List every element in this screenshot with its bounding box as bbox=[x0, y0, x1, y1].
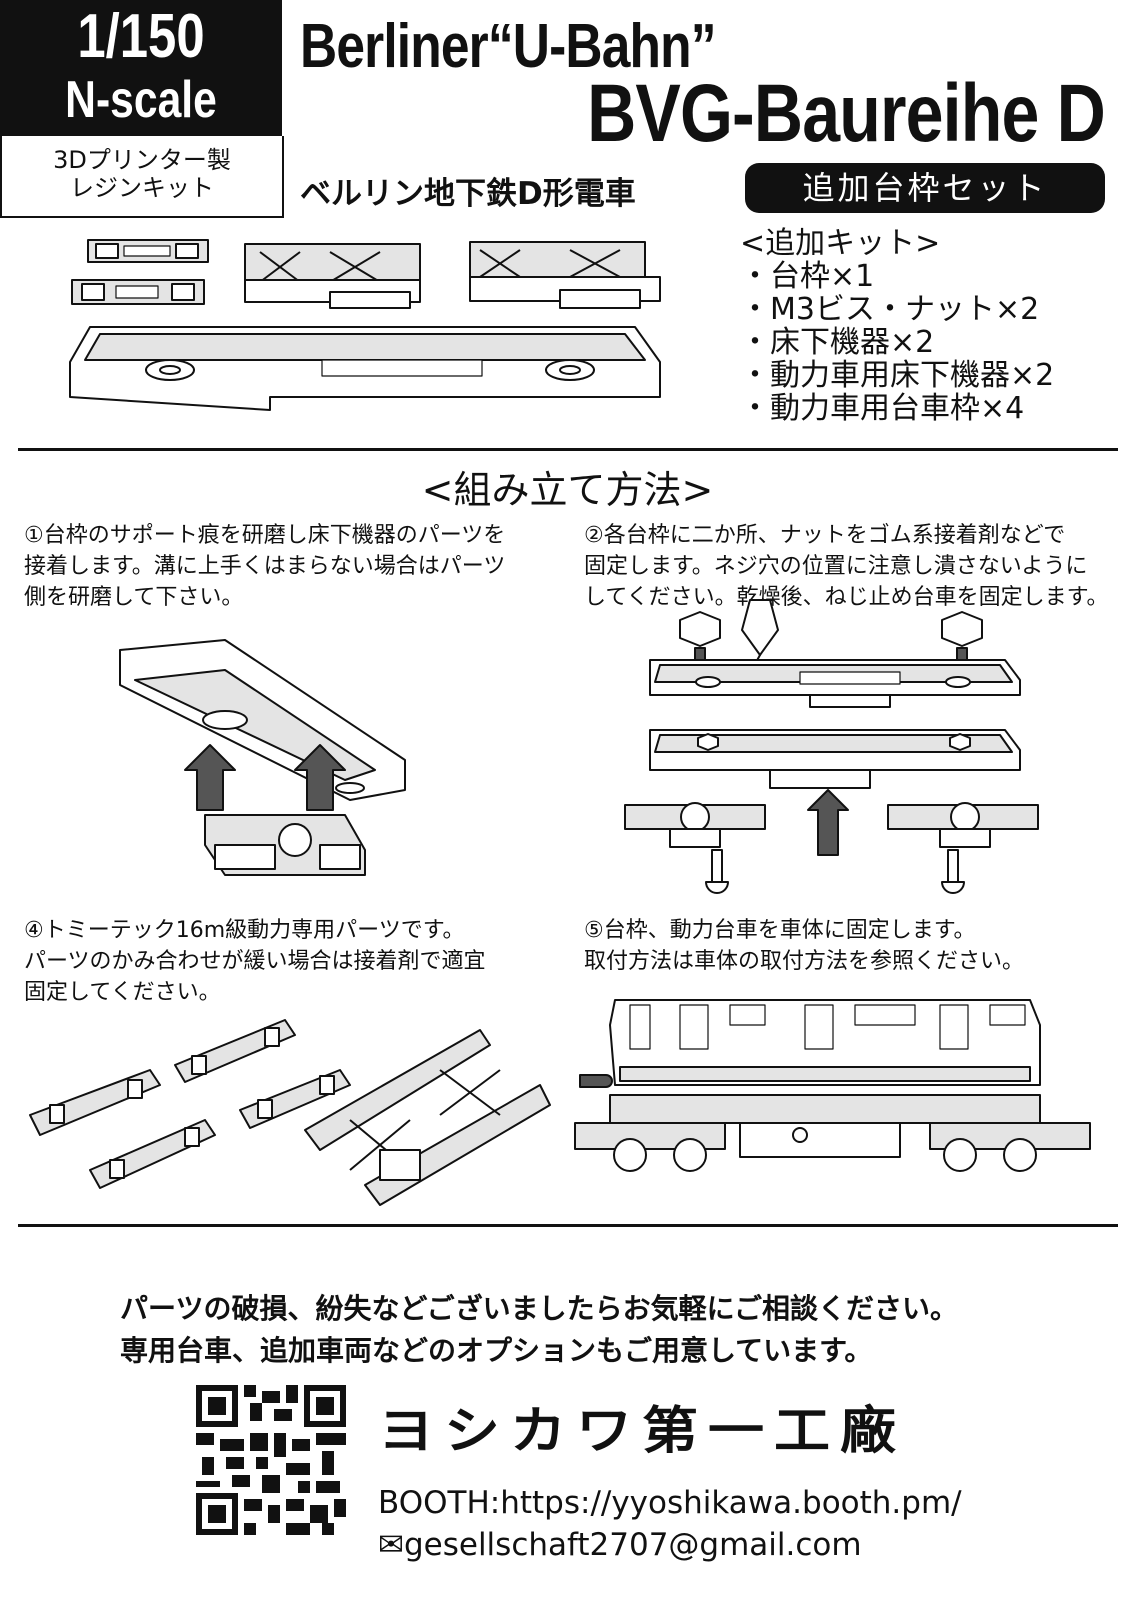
divider-top bbox=[18, 448, 1118, 451]
step-5-line: ⑤台枠、動力台車を車体に固定します。 bbox=[584, 918, 976, 943]
footer-note: 専用台車、追加車両などのオプションもご用意しています。 bbox=[120, 1334, 873, 1367]
step-1-line: 側を研磨して下さい。 bbox=[24, 585, 244, 610]
email-link[interactable]: ✉gesellschaft2707@gmail.com bbox=[378, 1527, 862, 1563]
step-1-line: ①台枠のサポート痕を研磨し床下機器のパーツを bbox=[24, 523, 506, 548]
footer-note: パーツの破損、紛失などございましたらお気軽にご相談ください。 bbox=[120, 1292, 959, 1325]
arrow-up-icon bbox=[807, 789, 849, 856]
step-1-illustration bbox=[119, 639, 406, 876]
bogie-frame-part bbox=[71, 279, 205, 305]
floor-frame-part bbox=[609, 1094, 1041, 1158]
list-item: ・床下機器×2 bbox=[740, 325, 935, 360]
title-line2: BVG-Baureihe D bbox=[587, 68, 1106, 159]
step-4-text: ④トミーテック16m級動力専用パーツです。 パーツのかみ合わせが緩い場合は接着剤… bbox=[24, 915, 486, 1008]
step-4-illustration bbox=[29, 1019, 551, 1206]
underfloor-equipment-part bbox=[304, 1029, 551, 1206]
floor-frame-part bbox=[649, 729, 1021, 789]
step-2-illustration bbox=[624, 599, 1039, 894]
step-4-line: ④トミーテック16m級動力専用パーツです。 bbox=[24, 918, 465, 943]
underfloor-equipment-part bbox=[244, 243, 421, 309]
step-5-illustration bbox=[574, 999, 1091, 1172]
step-2-line: ②各台枠に二か所、ナットをゴム系接着剤などで bbox=[584, 523, 1066, 548]
bogie-frame-part bbox=[239, 1069, 351, 1129]
footer-notes: パーツの破損、紛失などございましたらお気軽にご相談ください。 専用台車、追加車両… bbox=[120, 1288, 958, 1372]
nut-part bbox=[679, 611, 983, 647]
arrow-up-icon bbox=[184, 744, 236, 811]
underfloor-equipment-part bbox=[204, 814, 366, 876]
step-4-line: パーツのかみ合わせが緩い場合は接着剤で適宜 bbox=[24, 949, 486, 974]
bogie-frame-part bbox=[174, 1019, 296, 1083]
bogie-frame-part bbox=[29, 1069, 161, 1136]
scale-badge: 1/150 N-scale bbox=[0, 0, 282, 136]
scale-gauge: N-scale bbox=[65, 71, 217, 129]
assembly-heading: <組み立て方法> bbox=[421, 468, 714, 512]
kit-contents-heading: <追加キット> bbox=[740, 226, 941, 261]
subtitle-japanese: ベルリン地下鉄D形電車 bbox=[300, 176, 636, 212]
title-line1: Berliner“U-Bahn” bbox=[300, 12, 716, 81]
bogie-part bbox=[624, 802, 1039, 848]
bogie-frame-part bbox=[89, 1119, 216, 1189]
kit-parts-illustration bbox=[69, 239, 661, 411]
list-item: ・動力車用床下機器×2 bbox=[740, 358, 1055, 393]
screw-part bbox=[705, 849, 965, 894]
set-name-badge: 追加台枠セット bbox=[745, 163, 1105, 213]
divider-bottom bbox=[18, 1224, 1118, 1227]
step-4-line: 固定してください。 bbox=[24, 980, 221, 1005]
bogie-frame-part bbox=[87, 239, 209, 263]
booth-link[interactable]: BOOTH:https://yyoshikawa.booth.pm/ bbox=[378, 1485, 962, 1521]
step-5-text: ⑤台枠、動力台車を車体に固定します。 取付方法は車体の取付方法を参照ください。 bbox=[584, 915, 1024, 977]
list-item: ・動力車用台車枠×4 bbox=[740, 391, 1025, 426]
step-2-line: 固定します。ネジ穴の位置に注意し潰さないように bbox=[584, 554, 1088, 579]
scale-ratio: 1/150 bbox=[77, 2, 205, 71]
floor-frame-part bbox=[649, 659, 1021, 708]
pointing-hand-icon bbox=[579, 1074, 613, 1088]
kit-type-box: 3Dプリンター製 レジンキット bbox=[0, 136, 284, 218]
step-1-text: ①台枠のサポート痕を研磨し床下機器のパーツを 接着します。溝に上手くはまらない場… bbox=[24, 520, 505, 613]
step-5-line: 取付方法は車体の取付方法を参照ください。 bbox=[584, 949, 1025, 974]
step-1-line: 接着します。溝に上手くはまらない場合はパーツ bbox=[24, 554, 506, 579]
underfloor-equipment-part bbox=[469, 241, 661, 309]
kit-type-line2: レジンキット bbox=[70, 174, 214, 202]
list-item: ・M3ビス・ナット×2 bbox=[740, 292, 1040, 327]
step-2-text: ②各台枠に二か所、ナットをゴム系接着剤などで 固定します。ネジ穴の位置に注意し潰… bbox=[584, 520, 1108, 613]
list-item: ・台枠×1 bbox=[740, 259, 875, 294]
kit-type-line1: 3Dプリンター製 bbox=[53, 146, 231, 174]
qr-code-icon bbox=[196, 1385, 346, 1535]
step-2-line: してください。乾燥後、ねじ止め台車を固定します。 bbox=[584, 585, 1109, 610]
car-body bbox=[609, 999, 1041, 1086]
brand-name: ヨシカワ第一工廠 bbox=[378, 1402, 906, 1461]
kit-contents-list: <追加キット> ・台枠×1 ・M3ビス・ナット×2 ・床下機器×2 ・動力車用床… bbox=[740, 227, 1054, 425]
arrow-up-icon bbox=[294, 744, 346, 811]
floor-frame-part bbox=[69, 326, 661, 411]
bogie-part bbox=[574, 1122, 1091, 1172]
